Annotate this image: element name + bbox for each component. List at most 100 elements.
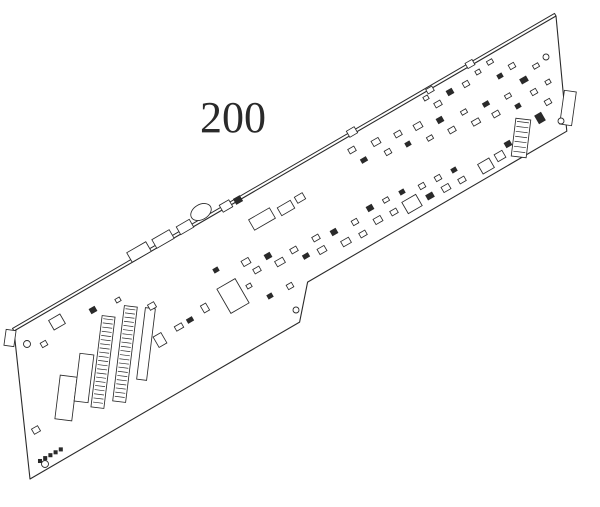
- component-chip-filled: [425, 191, 435, 201]
- mounting-hole: [542, 53, 550, 61]
- board-outline: [13, 15, 568, 480]
- board-thickness-edge: [12, 12, 557, 332]
- component-chip-filled: [503, 139, 513, 149]
- mounting-hole: [23, 340, 31, 348]
- component-chip: [440, 182, 452, 194]
- component-chip: [372, 214, 384, 226]
- component-chip: [218, 199, 234, 213]
- component-chip-filled: [266, 292, 274, 300]
- component-chip-filled: [404, 140, 412, 148]
- board-components: [3, 58, 577, 435]
- component-chip: [350, 217, 360, 227]
- component-chip: [252, 265, 262, 275]
- component-chip: [345, 126, 359, 138]
- component-chip: [503, 92, 513, 100]
- component-chip: [457, 175, 467, 185]
- component-chip: [425, 134, 435, 142]
- solder-pin-dot: [43, 456, 48, 461]
- component-chip: [311, 233, 321, 243]
- component-chip-filled: [185, 316, 195, 324]
- component-chip: [544, 78, 552, 86]
- component-chip: [293, 192, 307, 204]
- component-chip: [491, 109, 501, 119]
- pin-dot-row: [37, 447, 63, 464]
- component-chip: [240, 256, 252, 268]
- solder-pin-dot: [48, 453, 53, 458]
- component-chip: [461, 79, 471, 89]
- component-chip: [199, 302, 211, 314]
- component-chip-filled: [365, 203, 375, 213]
- solder-pin-dot: [58, 447, 63, 452]
- component-chip: [173, 322, 185, 332]
- component-chip: [216, 278, 250, 314]
- component-chip: [48, 313, 66, 331]
- component-chip: [39, 339, 49, 349]
- component-chip: [245, 282, 253, 290]
- component-chip: [3, 328, 17, 348]
- component-chip: [285, 281, 295, 291]
- component-connector-strip: [90, 315, 116, 409]
- solder-pin-dot: [37, 458, 43, 464]
- component-chip: [529, 87, 539, 97]
- component-chip-filled: [232, 195, 244, 205]
- component-chip-filled: [329, 227, 339, 237]
- component-chip: [412, 120, 424, 132]
- component-chip: [175, 218, 195, 236]
- component-chip: [276, 199, 296, 217]
- pcb-board-group: [3, 12, 577, 480]
- component-chip: [401, 193, 423, 215]
- mounting-hole: [292, 306, 300, 314]
- component-chip: [447, 125, 457, 135]
- component-chip: [433, 99, 443, 109]
- component-chip: [347, 145, 357, 155]
- component-chip: [126, 241, 152, 263]
- component-chip: [73, 352, 95, 404]
- component-chip: [152, 331, 168, 349]
- component-chip: [274, 256, 286, 268]
- component-pin-header: [510, 117, 532, 159]
- component-chip-filled: [514, 102, 522, 110]
- component-chip: [381, 196, 391, 204]
- component-chip-filled: [301, 252, 311, 260]
- component-chip: [151, 229, 175, 249]
- reference-label: 200: [200, 93, 266, 142]
- component-chip: [422, 94, 430, 102]
- component-chip: [114, 296, 122, 304]
- component-chip: [531, 62, 541, 70]
- component-chip: [30, 425, 42, 435]
- component-chip-filled: [398, 188, 406, 196]
- component-chip: [507, 61, 517, 71]
- component-chip-filled: [496, 72, 504, 80]
- component-chip: [316, 244, 328, 256]
- component-chip: [477, 157, 495, 175]
- component-chip: [146, 301, 158, 311]
- component-chip: [559, 89, 577, 127]
- component-chip: [425, 85, 435, 95]
- component-chip: [383, 147, 393, 157]
- mounting-hole: [557, 117, 565, 125]
- component-chip-filled: [263, 251, 273, 261]
- component-chip: [543, 97, 553, 107]
- component-chip: [389, 207, 399, 217]
- solder-pin-dot: [53, 450, 58, 455]
- component-chip-filled: [481, 100, 491, 108]
- component-chip-filled: [519, 75, 529, 85]
- component-chip: [485, 58, 495, 66]
- component-chip: [340, 236, 352, 248]
- component-chip: [289, 245, 299, 255]
- component-chip: [464, 58, 476, 70]
- component-chip: [474, 68, 482, 76]
- component-chip-filled: [450, 166, 458, 174]
- component-chip-filled: [88, 305, 98, 315]
- component-chip: [358, 229, 368, 239]
- component-chip-filled: [534, 111, 546, 125]
- mounting-hole: [41, 460, 49, 468]
- component-chip-filled: [359, 156, 369, 164]
- component-chip-filled: [212, 266, 220, 274]
- component-chip: [470, 117, 482, 127]
- component-chip: [459, 108, 469, 116]
- component-chip: [493, 149, 507, 163]
- component-capacitor: [190, 203, 212, 221]
